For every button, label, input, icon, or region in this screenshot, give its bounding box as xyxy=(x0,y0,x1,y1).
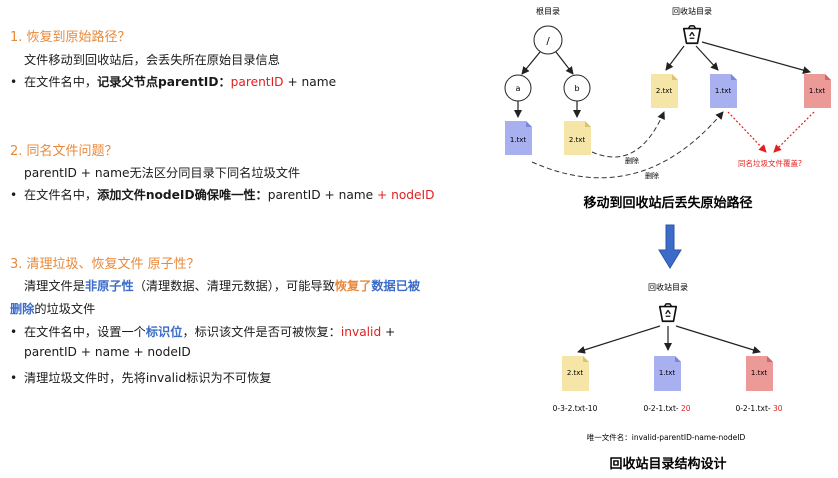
section3-para2: 删除的垃圾文件 xyxy=(10,299,95,317)
file-icon-b xyxy=(564,121,591,155)
edge-bin-f3 xyxy=(701,41,811,74)
s3-b1-b: 标识位 xyxy=(145,325,183,339)
bottom-file-icon-1 xyxy=(562,356,589,391)
section2-title: 2. 同名文件问题？ xyxy=(10,144,118,159)
s3-p2-b: 的垃圾文件 xyxy=(34,302,96,316)
delete-label-2: 删除 xyxy=(645,171,659,180)
s3-b1-e: + xyxy=(381,325,396,339)
bottom-file-icon-3 xyxy=(746,356,773,391)
bin-file-icon-3 xyxy=(804,74,831,108)
s3-p1-d: 恢复了 xyxy=(334,279,372,293)
section1-title: 1. 恢复到原始路径？ xyxy=(10,30,131,45)
bin-dir-label-top: 回收站目录 xyxy=(672,6,712,16)
overwrite-label: 同名垃圾文件覆盖? xyxy=(738,158,802,168)
s3-p2-a: 删除 xyxy=(10,302,35,316)
bin-file-1-name: 2.txt xyxy=(656,87,673,95)
diagram-panel: 根目录 / a b 1.txt 2.txt 回收站目录 2.txt 1.txt … xyxy=(470,0,838,478)
bottom-caption: 回收站目录结构设计 xyxy=(609,456,726,472)
delete-label-1: 删除 xyxy=(625,156,639,165)
s1-bullet-pre: 在文件名中， xyxy=(24,75,98,89)
file-a-name: 1.txt xyxy=(510,136,527,144)
section3-title: 3. 清理垃圾、恢复文件 原子性？ xyxy=(10,257,200,272)
bottom-file-3-id: 0-2-1.txt- 30 xyxy=(735,404,782,413)
node-a-label: a xyxy=(516,84,521,93)
s3-b2-text: 清理垃圾文件时，先将invalid标识为不可恢复 xyxy=(24,371,272,385)
s3-p1-a: 清理文件是 xyxy=(24,279,85,293)
s2-bullet-bold: 添加文件nodeID确保唯一性： xyxy=(97,188,268,202)
bin-file-icon-2 xyxy=(710,74,737,108)
bin-file-icon-1 xyxy=(651,74,678,108)
diagram-svg: 根目录 / a b 1.txt 2.txt 回收站目录 2.txt 1.txt … xyxy=(504,6,831,472)
s3-b1-a: 在文件名中，设置一个 xyxy=(24,325,146,339)
edge-bin2-f3 xyxy=(675,325,761,354)
section3-bullet2: • 清理垃圾文件时，先将invalid标识为不可恢复 xyxy=(10,368,272,386)
edge-root-a xyxy=(521,51,541,75)
s1-bullet-post: + name xyxy=(283,75,337,89)
s2-bullet-pre: 在文件名中， xyxy=(24,188,98,202)
root-node xyxy=(533,25,563,55)
section2-bullet: • 在文件名中，添加文件nodeID确保唯一性：parentID + name +… xyxy=(10,185,435,203)
s2-bullet-red: + nodeID xyxy=(377,188,435,202)
bottom-file-1-name: 2.txt xyxy=(567,369,584,377)
s2-bullet-post: parentID + name xyxy=(267,188,378,202)
file-icon-a xyxy=(505,121,532,155)
edge-bin-f2 xyxy=(695,45,719,71)
edge-bin2-f1 xyxy=(577,325,661,354)
bottom-file-2-name: 1.txt xyxy=(659,369,676,377)
section3-para1: 清理文件是非原子性（清理数据、清理元数据），可能导致恢复了数据已被 xyxy=(24,276,420,294)
s3-p1-b: 非原子性 xyxy=(84,279,134,293)
node-b-label: b xyxy=(574,84,579,93)
section1-bullet: • 在文件名中，记录父节点parentID：parentID + name xyxy=(10,72,336,90)
bottom-file-icon-2 xyxy=(654,356,681,391)
bullet-dot: • xyxy=(10,371,18,385)
bin-dir-label-bottom: 回收站目录 xyxy=(648,282,688,292)
overwrite-arrow-1 xyxy=(727,111,767,153)
edge-bin-f1 xyxy=(665,45,685,71)
s1-bullet-bold: 记录父节点parentID： xyxy=(97,75,231,89)
s3-b1-c: ，标识该文件是否可被恢复： xyxy=(182,325,341,339)
bottom-file-3-name: 1.txt xyxy=(751,369,768,377)
flow-down-arrow xyxy=(658,224,682,269)
top-caption: 移动到回收站后丢失原始路径 xyxy=(583,195,752,211)
section3-bullet1-cont: parentID + name + nodeID xyxy=(24,345,191,359)
left-text-panel: 1. 恢复到原始路径？ 文件移动到回收站后，会丢失所在原始目录信息 • 在文件名中… xyxy=(10,30,435,386)
section3-bullet1: • 在文件名中，设置一个标识位，标识该文件是否可被恢复：invalid + xyxy=(10,322,395,340)
bin-file-3-name: 1.txt xyxy=(809,87,826,95)
root-node-label: / xyxy=(546,36,550,47)
bullet-dot: • xyxy=(10,75,18,89)
section2-line: parentID + name无法区分同目录下同名垃圾文件 xyxy=(24,166,301,180)
bullet-dot: • xyxy=(10,325,18,339)
s1-bullet-red: parentID xyxy=(230,75,284,89)
edge-root-b xyxy=(555,51,574,75)
delete-arrow-1 xyxy=(591,111,665,158)
unique-name-label: 唯一文件名：invalid-parentID-name-nodeID xyxy=(587,432,746,442)
bottom-file-2-id: 0-2-1.txt- 20 xyxy=(643,404,690,413)
overwrite-arrow-2 xyxy=(773,111,815,153)
root-dir-label: 根目录 xyxy=(536,6,560,16)
delete-arrow-2 xyxy=(531,111,724,179)
bottom-file-1-id: 0-3-2.txt-10 xyxy=(553,404,598,413)
s3-b1-d: invalid xyxy=(340,325,382,339)
recycle-bin-icon-bottom xyxy=(658,303,678,323)
bin-file-2-name: 1.txt xyxy=(715,87,732,95)
file-b-name: 2.txt xyxy=(569,136,586,144)
s3-p1-c: （清理数据、清理元数据），可能导致 xyxy=(133,279,335,293)
s3-p1-e: 数据已被 xyxy=(371,279,421,293)
section1-line: 文件移动到回收站后，会丢失所在原始目录信息 xyxy=(24,53,280,67)
bullet-dot: • xyxy=(10,188,18,202)
recycle-bin-icon xyxy=(682,25,702,45)
